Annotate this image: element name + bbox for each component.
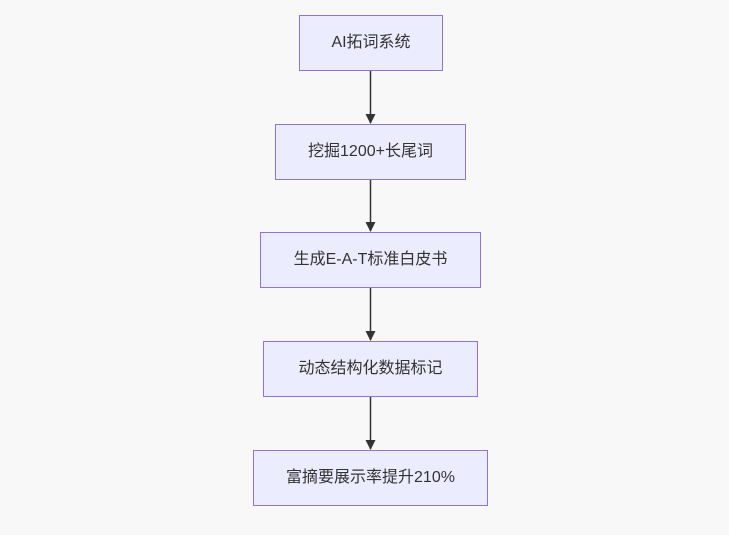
- flow-node-label: AI拓词系统: [331, 34, 411, 51]
- flow-node-label: 富摘要展示率提升210%: [286, 469, 455, 486]
- flow-node-label: 动态结构化数据标记: [298, 360, 443, 377]
- flow-node-rich-snippet-result: 富摘要展示率提升210%: [253, 450, 488, 506]
- flow-node-eat-whitepaper: 生成E-A-T标准白皮书: [260, 232, 481, 288]
- flow-node-longtail-mining: 挖掘1200+长尾词: [275, 124, 466, 180]
- flow-node-ai-word-system: AI拓词系统: [299, 15, 443, 71]
- flow-node-structured-data: 动态结构化数据标记: [263, 341, 478, 397]
- flow-node-label: 生成E-A-T标准白皮书: [293, 251, 448, 268]
- flow-node-label: 挖掘1200+长尾词: [308, 143, 433, 160]
